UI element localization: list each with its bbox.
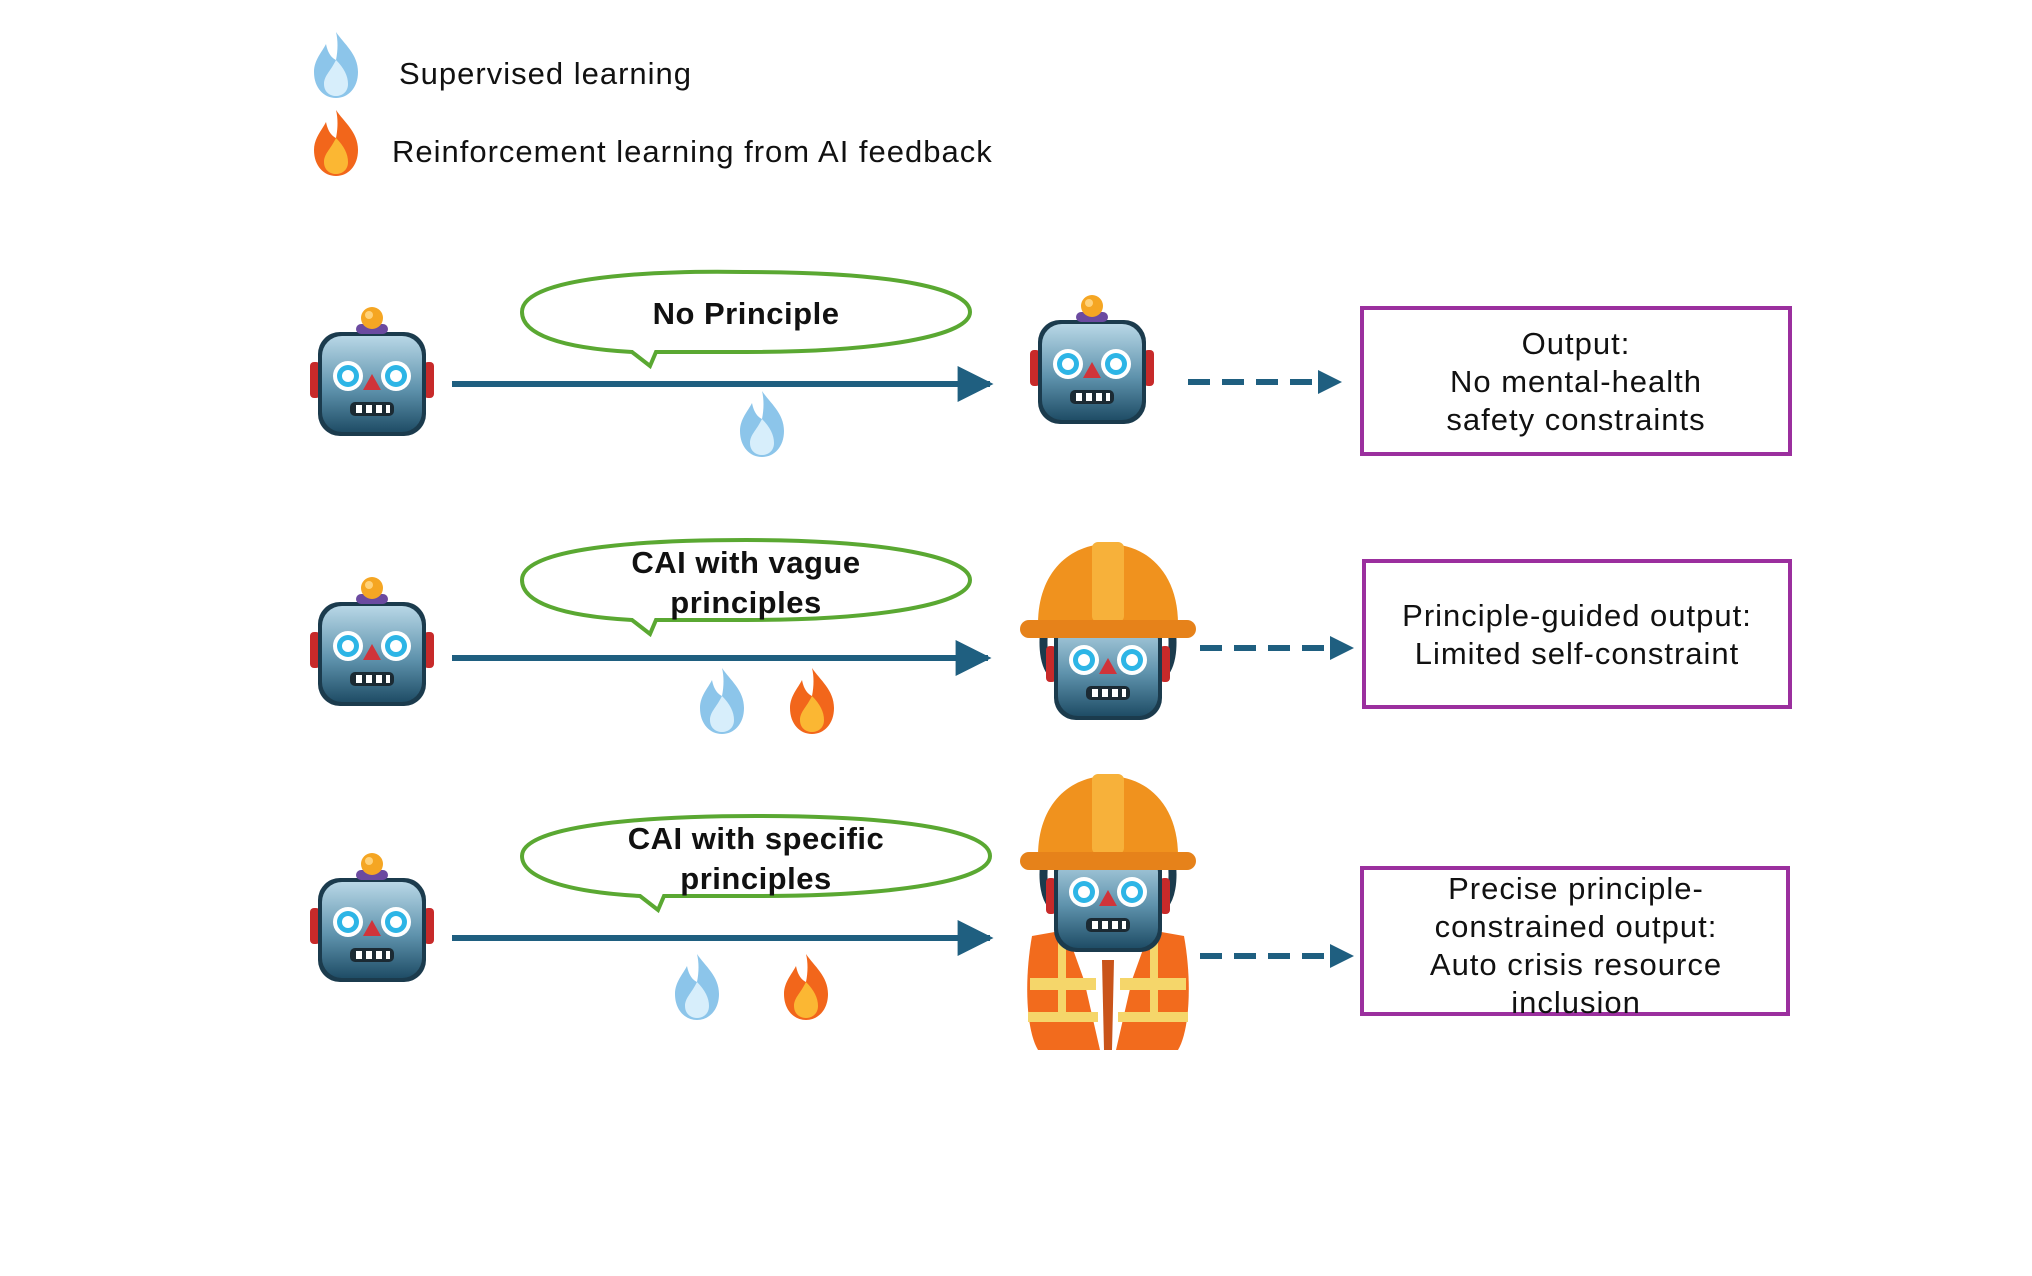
blue-flame-icon <box>700 668 744 734</box>
output-line: constrained output: <box>1435 909 1718 944</box>
output-line: No mental-health <box>1450 364 1702 399</box>
hard-hat-icon <box>1020 774 1196 870</box>
hard-hat-icon <box>1020 542 1196 638</box>
speech-bubble: CAI with specific principles <box>519 813 993 914</box>
output-line: Auto crisis resource <box>1430 947 1722 982</box>
row-vague-principles: CAI with vague principles Principle-guid… <box>310 537 1792 734</box>
bubble-text-line: principles <box>670 585 821 620</box>
orange-flame-icon <box>790 668 834 734</box>
blue-flame-icon <box>314 32 358 98</box>
speech-bubble: CAI with vague principles <box>519 537 973 638</box>
orange-flame-icon <box>784 954 828 1020</box>
row-specific-principles: CAI with specific principles <box>310 774 1790 1050</box>
output-box: Principle-guided output: Limited self-co… <box>1362 559 1792 709</box>
legend-supervised-label: Supervised learning <box>399 56 692 91</box>
output-line: inclusion <box>1511 985 1641 1020</box>
safety-vest-icon <box>1027 930 1189 1050</box>
bubble-text-line: CAI with specific <box>628 821 885 856</box>
result-robot-icon <box>1030 295 1154 424</box>
legend-rlaif-label: Reinforcement learning from AI feedback <box>392 134 993 169</box>
bubble-text-line: No Principle <box>653 296 840 331</box>
output-line: safety constraints <box>1446 402 1705 437</box>
result-robot-with-hard-hat-and-vest-icon <box>1020 774 1196 1050</box>
row-no-principle: No Principle Output: No mental-health sa… <box>310 269 1792 457</box>
orange-flame-icon <box>314 110 358 176</box>
result-robot-with-hard-hat-icon <box>1020 542 1196 720</box>
base-robot-icon <box>310 307 434 436</box>
legend: Supervised learning Reinforcement learni… <box>314 32 993 176</box>
bubble-text-line: CAI with vague <box>631 545 860 580</box>
output-box: Output: No mental-health safety constrai… <box>1360 306 1792 456</box>
bubble-text-line: principles <box>680 861 831 896</box>
output-line: Output: <box>1522 326 1631 361</box>
output-line: Limited self-constraint <box>1415 636 1740 671</box>
base-robot-icon <box>310 577 434 706</box>
blue-flame-icon <box>675 954 719 1020</box>
output-line: Precise principle- <box>1448 871 1704 906</box>
speech-bubble: No Principle <box>519 269 973 370</box>
output-line: Principle-guided output: <box>1402 598 1752 633</box>
output-box: Precise principle- constrained output: A… <box>1360 866 1790 1020</box>
base-robot-icon <box>310 853 434 982</box>
blue-flame-icon <box>740 391 784 457</box>
